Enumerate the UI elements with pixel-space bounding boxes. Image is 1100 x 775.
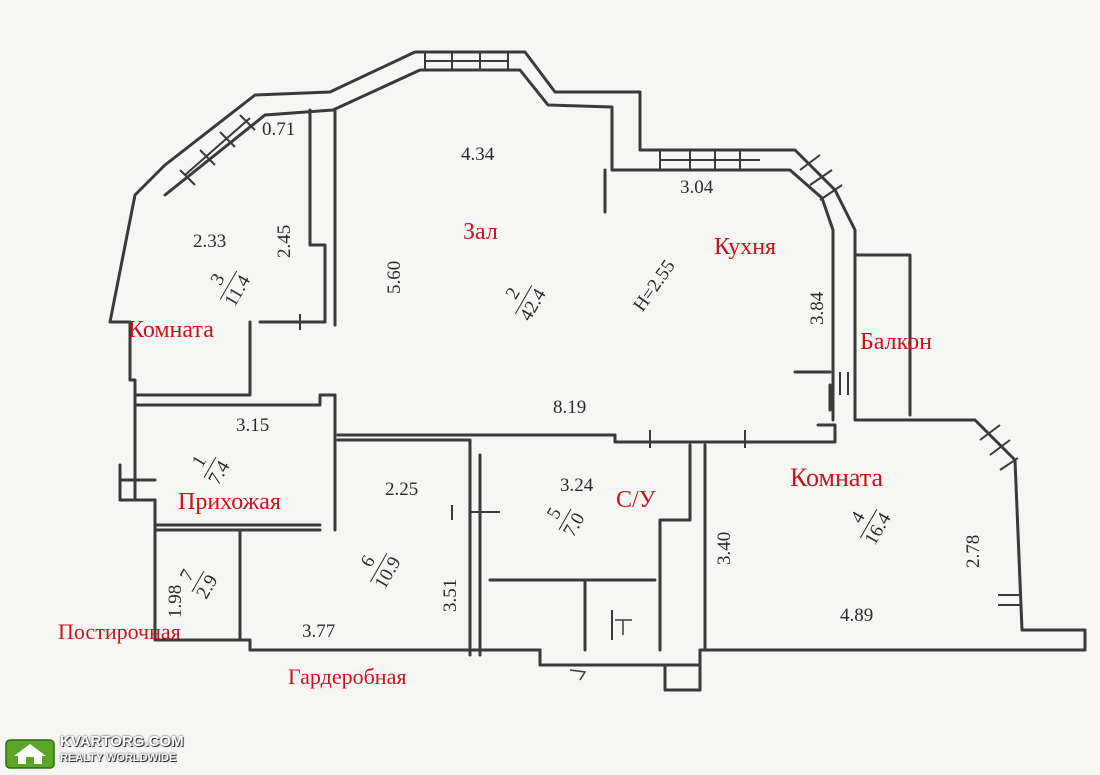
house-logo-icon (5, 739, 55, 769)
dim-2-33: 2.33 (193, 231, 227, 252)
balcony-label: Балкон (860, 329, 932, 355)
wall-wc-right (658, 443, 692, 652)
dim-0-71: 0.71 (262, 119, 296, 140)
dim-3-40: 3.40 (714, 531, 735, 565)
room-4-number: 4 (846, 508, 870, 527)
exit-stub (118, 463, 157, 502)
wall-room3-east (308, 108, 327, 324)
room-1-number: 1 (188, 452, 212, 471)
window-top-center (424, 52, 509, 70)
dim-4-34: 4.34 (461, 144, 495, 165)
room-1-label: Прихожая (178, 489, 281, 515)
wall-zal-bottom-inner (336, 438, 472, 657)
dim-2-45: 2.45 (274, 224, 295, 258)
room-5-label: С/У (616, 487, 656, 513)
kitchen-stub (793, 370, 837, 440)
watermark-line2: REALTY WORLDWIDE (60, 752, 177, 764)
room-6-label: Гардеробная (288, 664, 407, 689)
dim-3-77: 3.77 (302, 621, 336, 642)
window-room4 (979, 424, 1020, 606)
window-kitchen (659, 150, 760, 170)
room-4-label: Комната (790, 463, 884, 492)
dim-4-89: 4.89 (840, 605, 874, 626)
room-6-number: 6 (356, 552, 380, 571)
wall-hall-top (133, 393, 337, 532)
room-7-number: 7 (176, 566, 200, 585)
window-kitchen-corner (799, 154, 843, 201)
room-3-number: 3 (206, 270, 230, 289)
dim-3-84: 3.84 (807, 291, 828, 325)
dim-8-19: 8.19 (553, 397, 587, 418)
room-7-label: Постирочная (58, 619, 181, 644)
window-room3 (179, 114, 256, 186)
plumbing-icon (569, 619, 632, 681)
room-2-label: Зал (463, 219, 498, 245)
wall-room3-south (133, 320, 252, 397)
balcony (853, 253, 912, 417)
dim-3-15: 3.15 (236, 415, 270, 436)
room-5-number: 5 (543, 504, 567, 523)
dim-3-51: 3.51 (440, 578, 461, 612)
corridor-bottom (538, 648, 702, 692)
dim-3-04: 3.04 (680, 177, 714, 198)
dim-2-25: 2.25 (385, 479, 419, 500)
dim-2-78: 2.78 (963, 534, 984, 568)
room-2-number: 2 (501, 284, 525, 303)
kitchen-label: Кухня (714, 234, 777, 260)
dim-3-24: 3.24 (560, 475, 594, 496)
kvartorg-watermark: KVARTORG.COM REALTY WORLDWIDE (4, 730, 184, 770)
room-3-label: Комната (128, 317, 214, 343)
dim-1-98: 1.98 (165, 584, 186, 618)
dim-5-60: 5.60 (384, 260, 405, 294)
watermark-line1: KVARTORG.COM (60, 733, 184, 750)
outer-wall (108, 50, 1087, 667)
